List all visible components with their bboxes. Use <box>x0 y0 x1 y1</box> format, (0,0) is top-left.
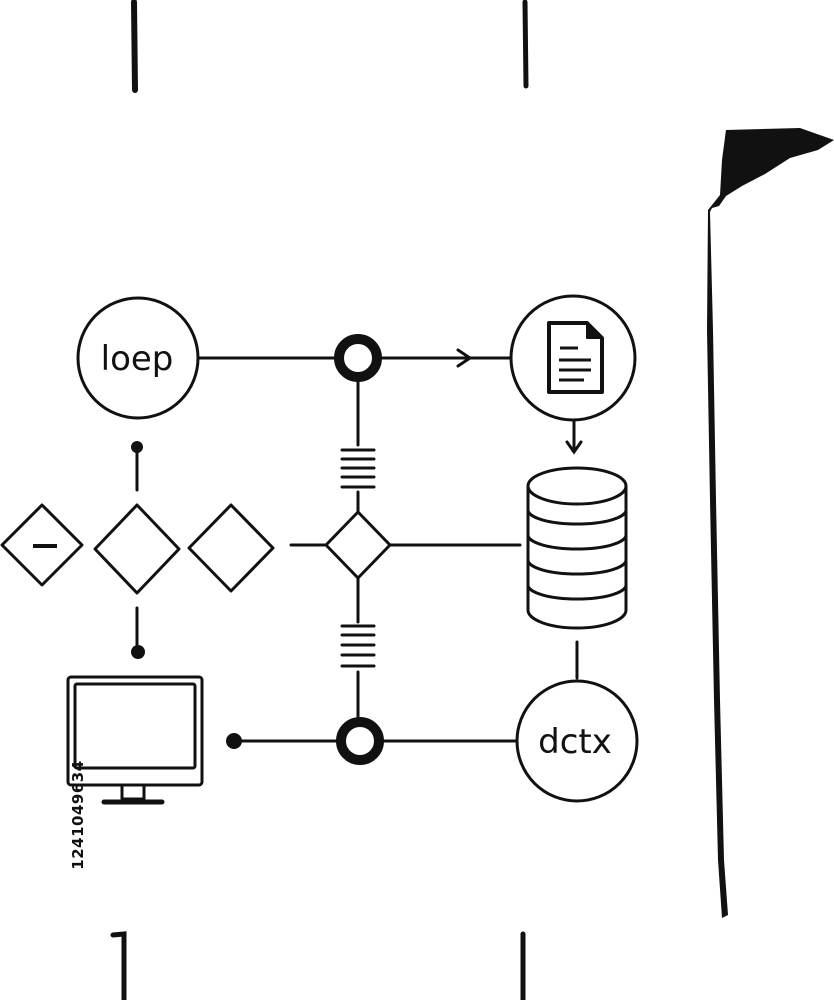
coil-lower <box>340 624 376 668</box>
pin-left-dot <box>226 733 242 749</box>
bottom-left-stroke <box>110 931 127 1000</box>
pins <box>131 441 242 749</box>
arrow-right-head <box>456 348 473 368</box>
diamond-decision <box>324 510 392 580</box>
junction-upper <box>334 334 382 382</box>
loop-node-label: loep <box>101 339 174 379</box>
pin-top-dot <box>131 441 143 453</box>
connectors <box>135 348 583 743</box>
arrow-down-head <box>565 440 583 455</box>
dctx-node-label: dctx <box>538 722 612 762</box>
monitor-icon <box>66 675 204 805</box>
junctions <box>334 334 384 765</box>
stock-id-text: 1241049634 <box>69 760 87 869</box>
coil-upper <box>340 448 376 489</box>
diamond-2 <box>93 503 181 595</box>
pin-bottom-dot <box>131 645 145 659</box>
diamond-3 <box>187 503 275 593</box>
frame-strokes <box>110 0 529 1000</box>
loop-node: loep <box>76 296 200 420</box>
top-left-stroke <box>131 0 138 93</box>
top-right-stroke <box>522 0 529 89</box>
dctx-node: dctx <box>515 679 639 803</box>
document-node <box>509 294 637 422</box>
junction-lower <box>336 717 384 765</box>
diamond-chain <box>0 503 392 595</box>
database-icon <box>526 466 628 630</box>
document-icon <box>547 321 604 394</box>
brush-stroke-icon <box>707 128 834 918</box>
